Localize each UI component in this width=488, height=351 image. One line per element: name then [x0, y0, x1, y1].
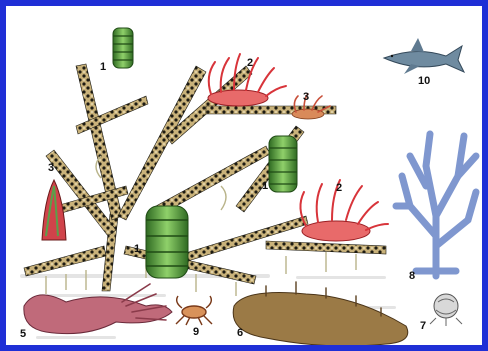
anemone-3-left — [42, 180, 66, 240]
crab-9 — [176, 296, 212, 325]
marine-scene-illustration: 1 1 1 2 2 3 3 5 6 7 8 9 10 — [6, 6, 488, 351]
label-10: 10 — [418, 75, 430, 87]
tube-worm-1-bottom — [146, 206, 188, 278]
blue-coral-8 — [396, 134, 476, 276]
label-9: 9 — [193, 326, 199, 338]
label-1-top: 1 — [100, 61, 106, 73]
shark-10 — [384, 38, 464, 74]
label-3-right: 3 — [303, 91, 309, 103]
label-2-bottom: 2 — [336, 182, 342, 194]
urchin-shell-7 — [430, 294, 462, 326]
sea-cucumber-6 — [233, 282, 408, 346]
label-5: 5 — [20, 328, 26, 340]
label-7: 7 — [420, 320, 426, 332]
label-8: 8 — [409, 270, 415, 282]
tube-worm-1-middle — [269, 136, 297, 192]
tube-worm-1-top — [113, 28, 133, 68]
label-2-top: 2 — [247, 57, 253, 69]
label-3-left: 3 — [48, 162, 54, 174]
staghorn-coral — [24, 64, 386, 291]
anemone-2-bottom — [300, 180, 388, 241]
label-1-middle: 1 — [262, 180, 268, 192]
label-1-bottom: 1 — [134, 243, 140, 255]
label-6: 6 — [237, 327, 243, 339]
